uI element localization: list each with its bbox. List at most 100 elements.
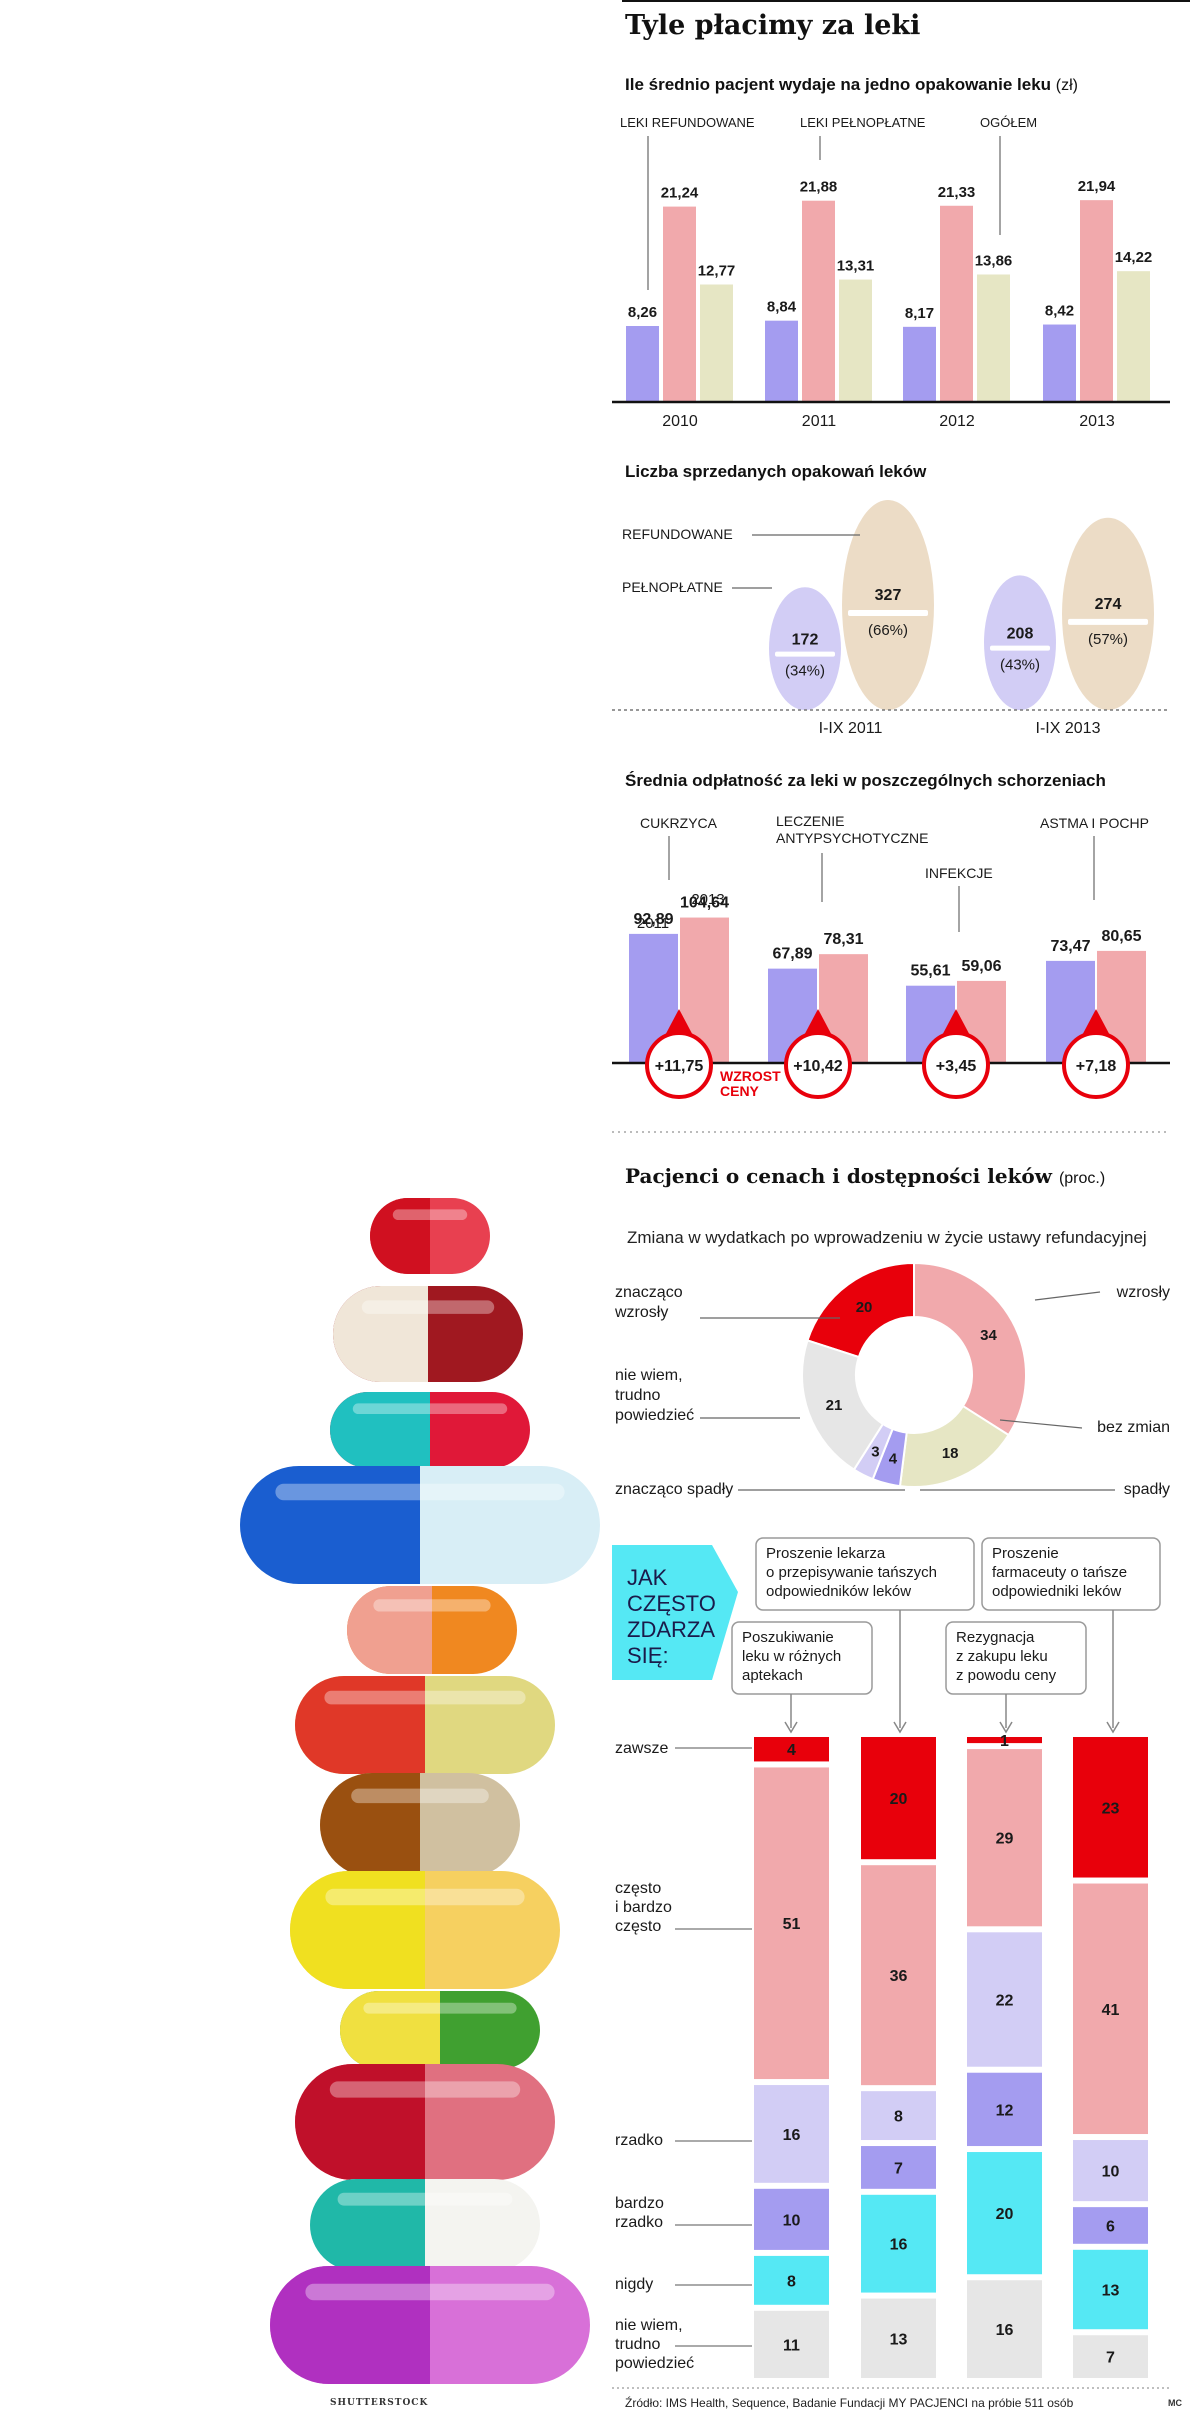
- stacked-value-label: 29: [996, 1831, 1014, 1848]
- donut-slice-label: trudno: [615, 1387, 660, 1404]
- stacked-segment: [861, 2146, 936, 2189]
- stacked-segment: [861, 2194, 936, 2293]
- page-title: Tyle płacimy za leki: [625, 10, 921, 41]
- pill-half: [370, 1198, 430, 1274]
- stacked-segment: [754, 1737, 829, 1762]
- pill-half: [333, 1286, 428, 1382]
- stacked-segment: [967, 1932, 1042, 2067]
- stacked-value-label: 20: [996, 2206, 1014, 2223]
- stacked-value-label: 8: [787, 2273, 796, 2290]
- row-label: trudno: [615, 2336, 660, 2353]
- chart2-bubble-divider: [990, 645, 1050, 651]
- chart1-legend-label: LEKI REFUNDOWANE: [620, 115, 755, 130]
- stacked-value-label: 41: [1102, 2002, 1120, 2019]
- chart2-share-label: (34%): [785, 663, 825, 680]
- chart3-increase-circle: [922, 1031, 990, 1099]
- chart1-legend-label: LEKI PEŁNOPŁATNE: [800, 115, 926, 130]
- chart2-value-label: 327: [875, 587, 902, 604]
- chart2-bubble-divider: [848, 610, 928, 616]
- stacked-segment: [861, 2091, 936, 2141]
- pill-highlight: [275, 1483, 565, 1501]
- chart2-legend-label: PEŁNOPŁATNE: [622, 579, 723, 595]
- chart3-category-label: CUKRZYCA: [640, 815, 718, 831]
- stacked-value-label: 16: [996, 2322, 1014, 2339]
- chart2-value-label: 274: [1095, 596, 1122, 613]
- pill-half: [310, 2179, 425, 2271]
- chart2-share-label: (57%): [1088, 631, 1128, 648]
- chart1-category-label: 2010: [662, 413, 698, 430]
- stacked-value-label: 7: [1106, 2350, 1115, 2367]
- photo-credit: SHUTTERSTOCK: [330, 2398, 429, 2408]
- pill-highlight: [305, 2283, 555, 2301]
- stacked-segment: [1073, 2207, 1148, 2244]
- chart3-value-label: 59,06: [961, 958, 1001, 975]
- row-label: rzadko: [615, 2132, 663, 2149]
- pill-half: [290, 1871, 425, 1989]
- question-box-text: ZDARZA: [627, 1617, 715, 1642]
- row-label: powiedzieć: [615, 2355, 694, 2372]
- pill-half: [240, 1466, 420, 1584]
- chart2-bubble-full: [769, 587, 841, 710]
- chart3-series-label-2011: 2011: [637, 915, 669, 932]
- category-box: [945, 1621, 1087, 1695]
- chart1-category-label: 2012: [939, 413, 975, 430]
- donut-value-label: 3: [871, 1444, 879, 1461]
- donut-value-label: 4: [889, 1450, 898, 1467]
- stacked-segment: [754, 2255, 829, 2305]
- chart3-increase-label: +3,45: [936, 1058, 977, 1075]
- category-box-text: odpowiedniki leków: [992, 1583, 1121, 1600]
- category-arrow-head: [784, 1721, 798, 1734]
- donut-value-label: 34: [980, 1327, 997, 1344]
- chart3-category-label: LECZENIE: [776, 813, 844, 829]
- pill-highlight: [392, 1209, 468, 1221]
- donut-slice-label: znacząco: [615, 1284, 683, 1301]
- stacked-value-label: 10: [1102, 2164, 1120, 2181]
- chart4-subtitle: Zmiana w wydatkach po wprowadzeniu w życ…: [627, 1228, 1147, 1247]
- chart1-value-label: 8,26: [628, 304, 657, 321]
- stacked-value-label: 36: [890, 1968, 908, 1985]
- row-label: zawsze: [615, 1740, 668, 1757]
- stacked-value-label: 6: [1106, 2218, 1115, 2235]
- chart2-value-label: 208: [1007, 626, 1034, 643]
- donut-slice: [801, 1339, 885, 1471]
- question-box: [612, 1545, 738, 1680]
- chart4-title: Pacjenci o cenach i dostępności leków (p…: [625, 1164, 1106, 1188]
- pill-highlight: [351, 1788, 489, 1804]
- chart3-value-label: 55,61: [910, 963, 950, 980]
- pill-highlight: [361, 1300, 495, 1314]
- chart3-value-label: 73,47: [1050, 938, 1090, 955]
- category-box: [755, 1537, 975, 1611]
- stacked-segment: [754, 2188, 829, 2250]
- chart1-title: Ile średnio pacjent wydaje na jedno opak…: [625, 75, 1079, 94]
- pill-half: [340, 1991, 440, 2069]
- category-box-text: Proszenie: [992, 1545, 1059, 1562]
- chart1-bar: [839, 279, 872, 402]
- donut-leader-line: [999, 1419, 1083, 1429]
- chart1-value-label: 13,86: [975, 252, 1013, 269]
- stacked-segment: [967, 1749, 1042, 1927]
- chart2-category-label: I-IX 2013: [1036, 720, 1101, 737]
- stacked-segment: [1073, 1737, 1148, 1878]
- chart1-bar: [626, 326, 659, 402]
- chart3-increase-label: +7,18: [1076, 1058, 1117, 1075]
- chart2-title: Liczba sprzedanych opakowań leków: [625, 462, 927, 481]
- stacked-segment: [1073, 2140, 1148, 2202]
- pill-half: [330, 1392, 430, 1468]
- chart3-increase-circle: [645, 1031, 713, 1099]
- donut-value-label: 18: [942, 1445, 959, 1462]
- stacked-value-label: 7: [894, 2160, 903, 2177]
- chart1-value-label: 12,77: [698, 263, 736, 280]
- donut-slice-label: znacząco spadły: [615, 1481, 733, 1498]
- stacked-segment: [861, 1737, 936, 1860]
- category-box-text: z powodu ceny: [956, 1667, 1057, 1684]
- category-box-text: o przepisywanie tańszych: [766, 1564, 937, 1581]
- chart2-value-label: 172: [792, 632, 819, 649]
- row-label: bardzo: [615, 2195, 664, 2212]
- question-box-text: CZĘSTO: [627, 1591, 716, 1616]
- chart3-value-label: 80,65: [1101, 928, 1141, 945]
- stacked-value-label: 51: [783, 1916, 801, 1933]
- stacked-segment: [967, 2280, 1042, 2378]
- row-label: często: [615, 1880, 661, 1897]
- donut-slice-label: spadły: [1124, 1481, 1170, 1498]
